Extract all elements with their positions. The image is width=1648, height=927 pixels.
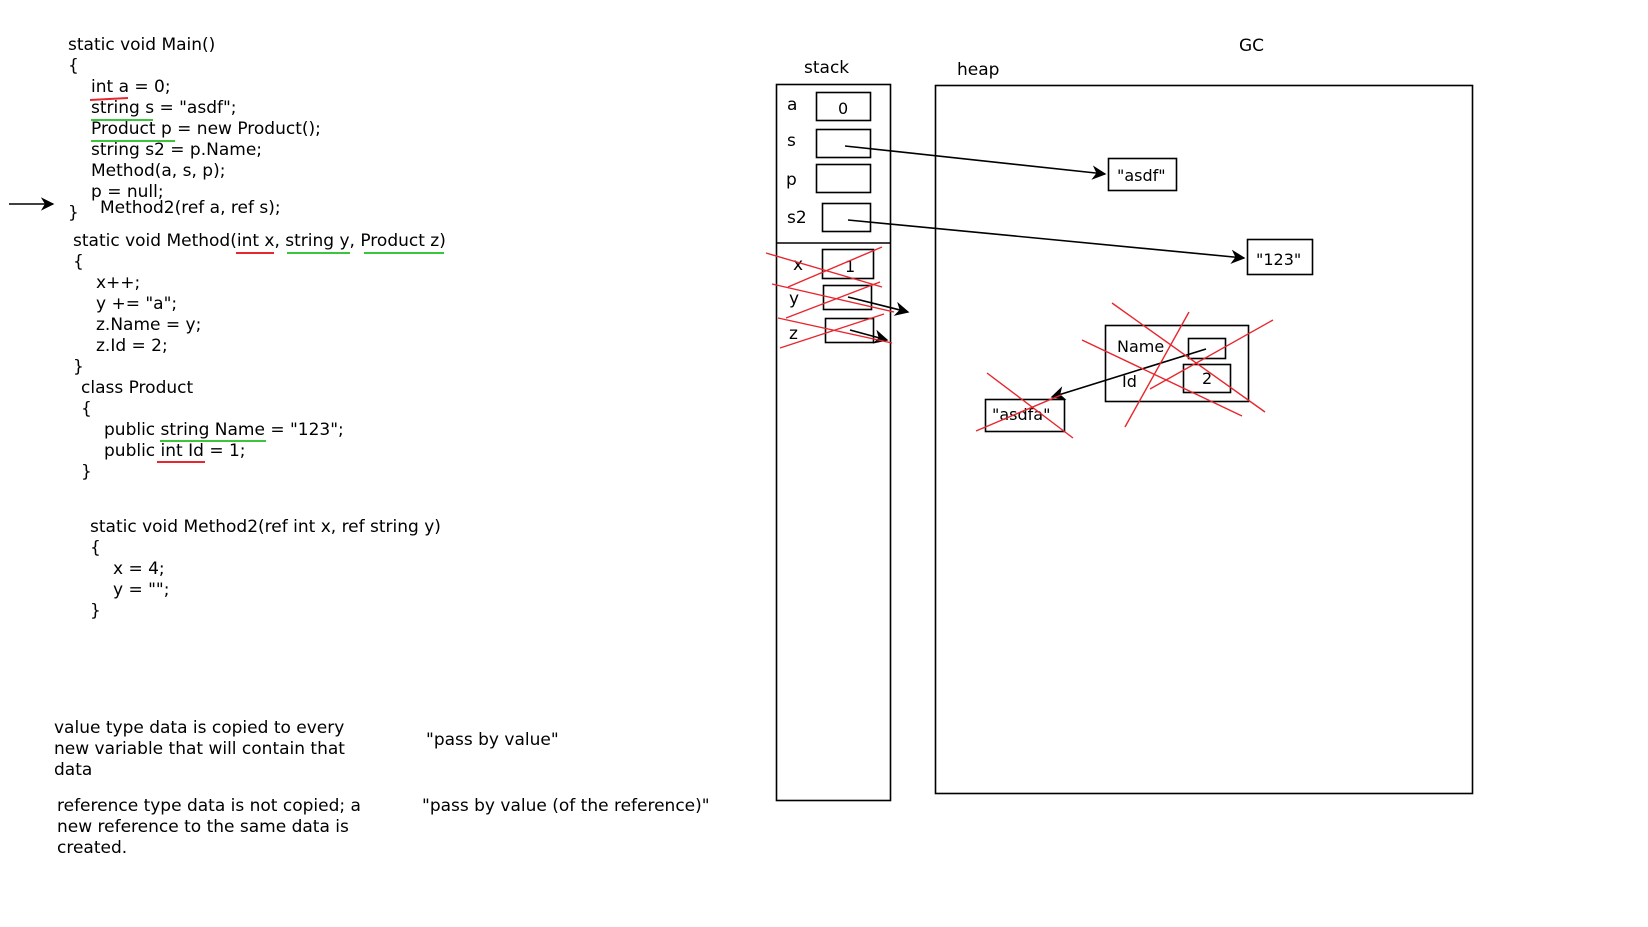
heap-label: heap [957, 60, 1000, 80]
code-line-product-p: Product p = new Product(); [91, 119, 321, 139]
underline-string-name [160, 440, 266, 442]
code-line-z-id: z.Id = 2; [96, 336, 168, 356]
strike-y-2 [785, 281, 881, 319]
product-name-slot [1187, 337, 1227, 360]
code-method-signature: static void Method(int x, string y, Prod… [73, 231, 446, 251]
arrow-y-reference [847, 296, 910, 316]
stack-label: stack [804, 58, 850, 78]
code-line-x-assign: x = 4; [113, 559, 165, 579]
heap-box [934, 84, 1474, 795]
frame-var-x-value: 1 [845, 257, 856, 276]
code-method2-signature: static void Method2(ref int x, ref strin… [90, 517, 441, 537]
frame-var-x-box [821, 248, 875, 280]
stack-var-s2-box [821, 202, 872, 233]
underline-int-x [236, 252, 274, 254]
heap-asdf-box [1107, 157, 1178, 192]
gc-label: GC [1239, 36, 1265, 56]
note-reference-type: reference type data is not copied; a new… [57, 796, 361, 858]
stack-var-s-label: s [787, 131, 796, 151]
note-value-type: value type data is copied to every new v… [54, 718, 345, 780]
stack-box [775, 83, 892, 802]
code-line-string-s2: string s2 = p.Name; [91, 140, 263, 160]
strike-product-3 [1081, 339, 1243, 417]
strike-y-1 [771, 283, 895, 313]
strike-asdfa-2 [975, 394, 1062, 432]
code-line-string-s: string s = "asdf"; [91, 98, 237, 118]
code-line-name-field: public string Name = "123"; [104, 420, 344, 440]
stack-var-s2-label: s2 [787, 208, 807, 228]
code-method-close-brace: } [73, 357, 84, 377]
code-line-x-increment: x++; [96, 273, 141, 293]
code-line-method-call: Method(a, s, p); [91, 161, 226, 181]
code-class-open-brace: { [81, 399, 92, 419]
frame-var-y-label: y [789, 289, 800, 309]
stack-var-a-label: a [787, 95, 798, 115]
code-class-close-brace: } [81, 462, 92, 482]
stack-var-a-box [815, 91, 872, 122]
note-pass-by-value: "pass by value" [426, 730, 559, 750]
code-main-signature: static void Main() [68, 35, 216, 55]
stack-var-p-box [815, 163, 872, 194]
strike-asdfa-1 [986, 372, 1074, 439]
code-line-y-append: y += "a"; [96, 294, 178, 314]
code-method2-close-brace: } [90, 601, 101, 621]
underline-product-p [91, 140, 175, 142]
strike-product-4 [1149, 319, 1274, 390]
product-id-slot [1182, 363, 1232, 394]
underline-int-id [157, 461, 205, 463]
arrow-z-reference [849, 329, 889, 344]
underline-string-y [287, 252, 350, 254]
code-line-int-a: int a = 0; [91, 77, 171, 97]
frame-strike-marks [765, 246, 895, 349]
strike-x-1 [765, 252, 883, 288]
note-pass-by-reference-value: "pass by value (of the reference)" [422, 796, 710, 816]
code-main-open-brace: { [68, 56, 79, 76]
strike-x-2 [787, 246, 883, 288]
code-line-p-null: p = null; [91, 182, 164, 202]
heap-asdfa-box [984, 398, 1066, 433]
arrow-name-to-asdfa [1050, 348, 1207, 401]
code-method-open-brace: { [73, 252, 84, 272]
stack-var-p-label: p [786, 170, 797, 190]
arrow-s2-to-123 [847, 219, 1246, 264]
code-main-close-brace: } [68, 203, 79, 223]
underline-string-s [91, 119, 153, 121]
product-field-id-value: 2 [1202, 369, 1213, 388]
frame-var-x-label: x [793, 255, 804, 275]
frame-var-z-label: z [789, 324, 798, 344]
code-method2-open-brace: { [90, 538, 101, 558]
strike-z-2 [779, 313, 885, 349]
code-line-z-name: z.Name = y; [96, 315, 202, 335]
code-line-id-field: public int Id = 1; [104, 441, 246, 461]
code-line-method2-call: Method2(ref a, ref s); [100, 198, 281, 218]
strike-product-2 [1124, 311, 1190, 428]
heap-string-123: "123" [1256, 250, 1302, 269]
stack-var-s-box [815, 128, 872, 159]
product-field-id-label: Id [1122, 372, 1137, 391]
underline-product-z [364, 252, 444, 254]
code-line-y-assign: y = ""; [113, 580, 170, 600]
stack-var-a-value: 0 [838, 99, 849, 118]
product-field-name-label: Name [1117, 337, 1165, 356]
code-class-declaration: class Product [81, 378, 194, 398]
frame-var-y-box [822, 284, 873, 311]
heap-123-box [1246, 238, 1314, 276]
garbage-strike-marks [975, 302, 1274, 439]
strike-product-1 [1111, 302, 1266, 413]
heap-string-asdf: "asdf" [1117, 166, 1166, 185]
arrow-s-to-asdf [844, 145, 1107, 180]
heap-product-box [1104, 324, 1250, 403]
